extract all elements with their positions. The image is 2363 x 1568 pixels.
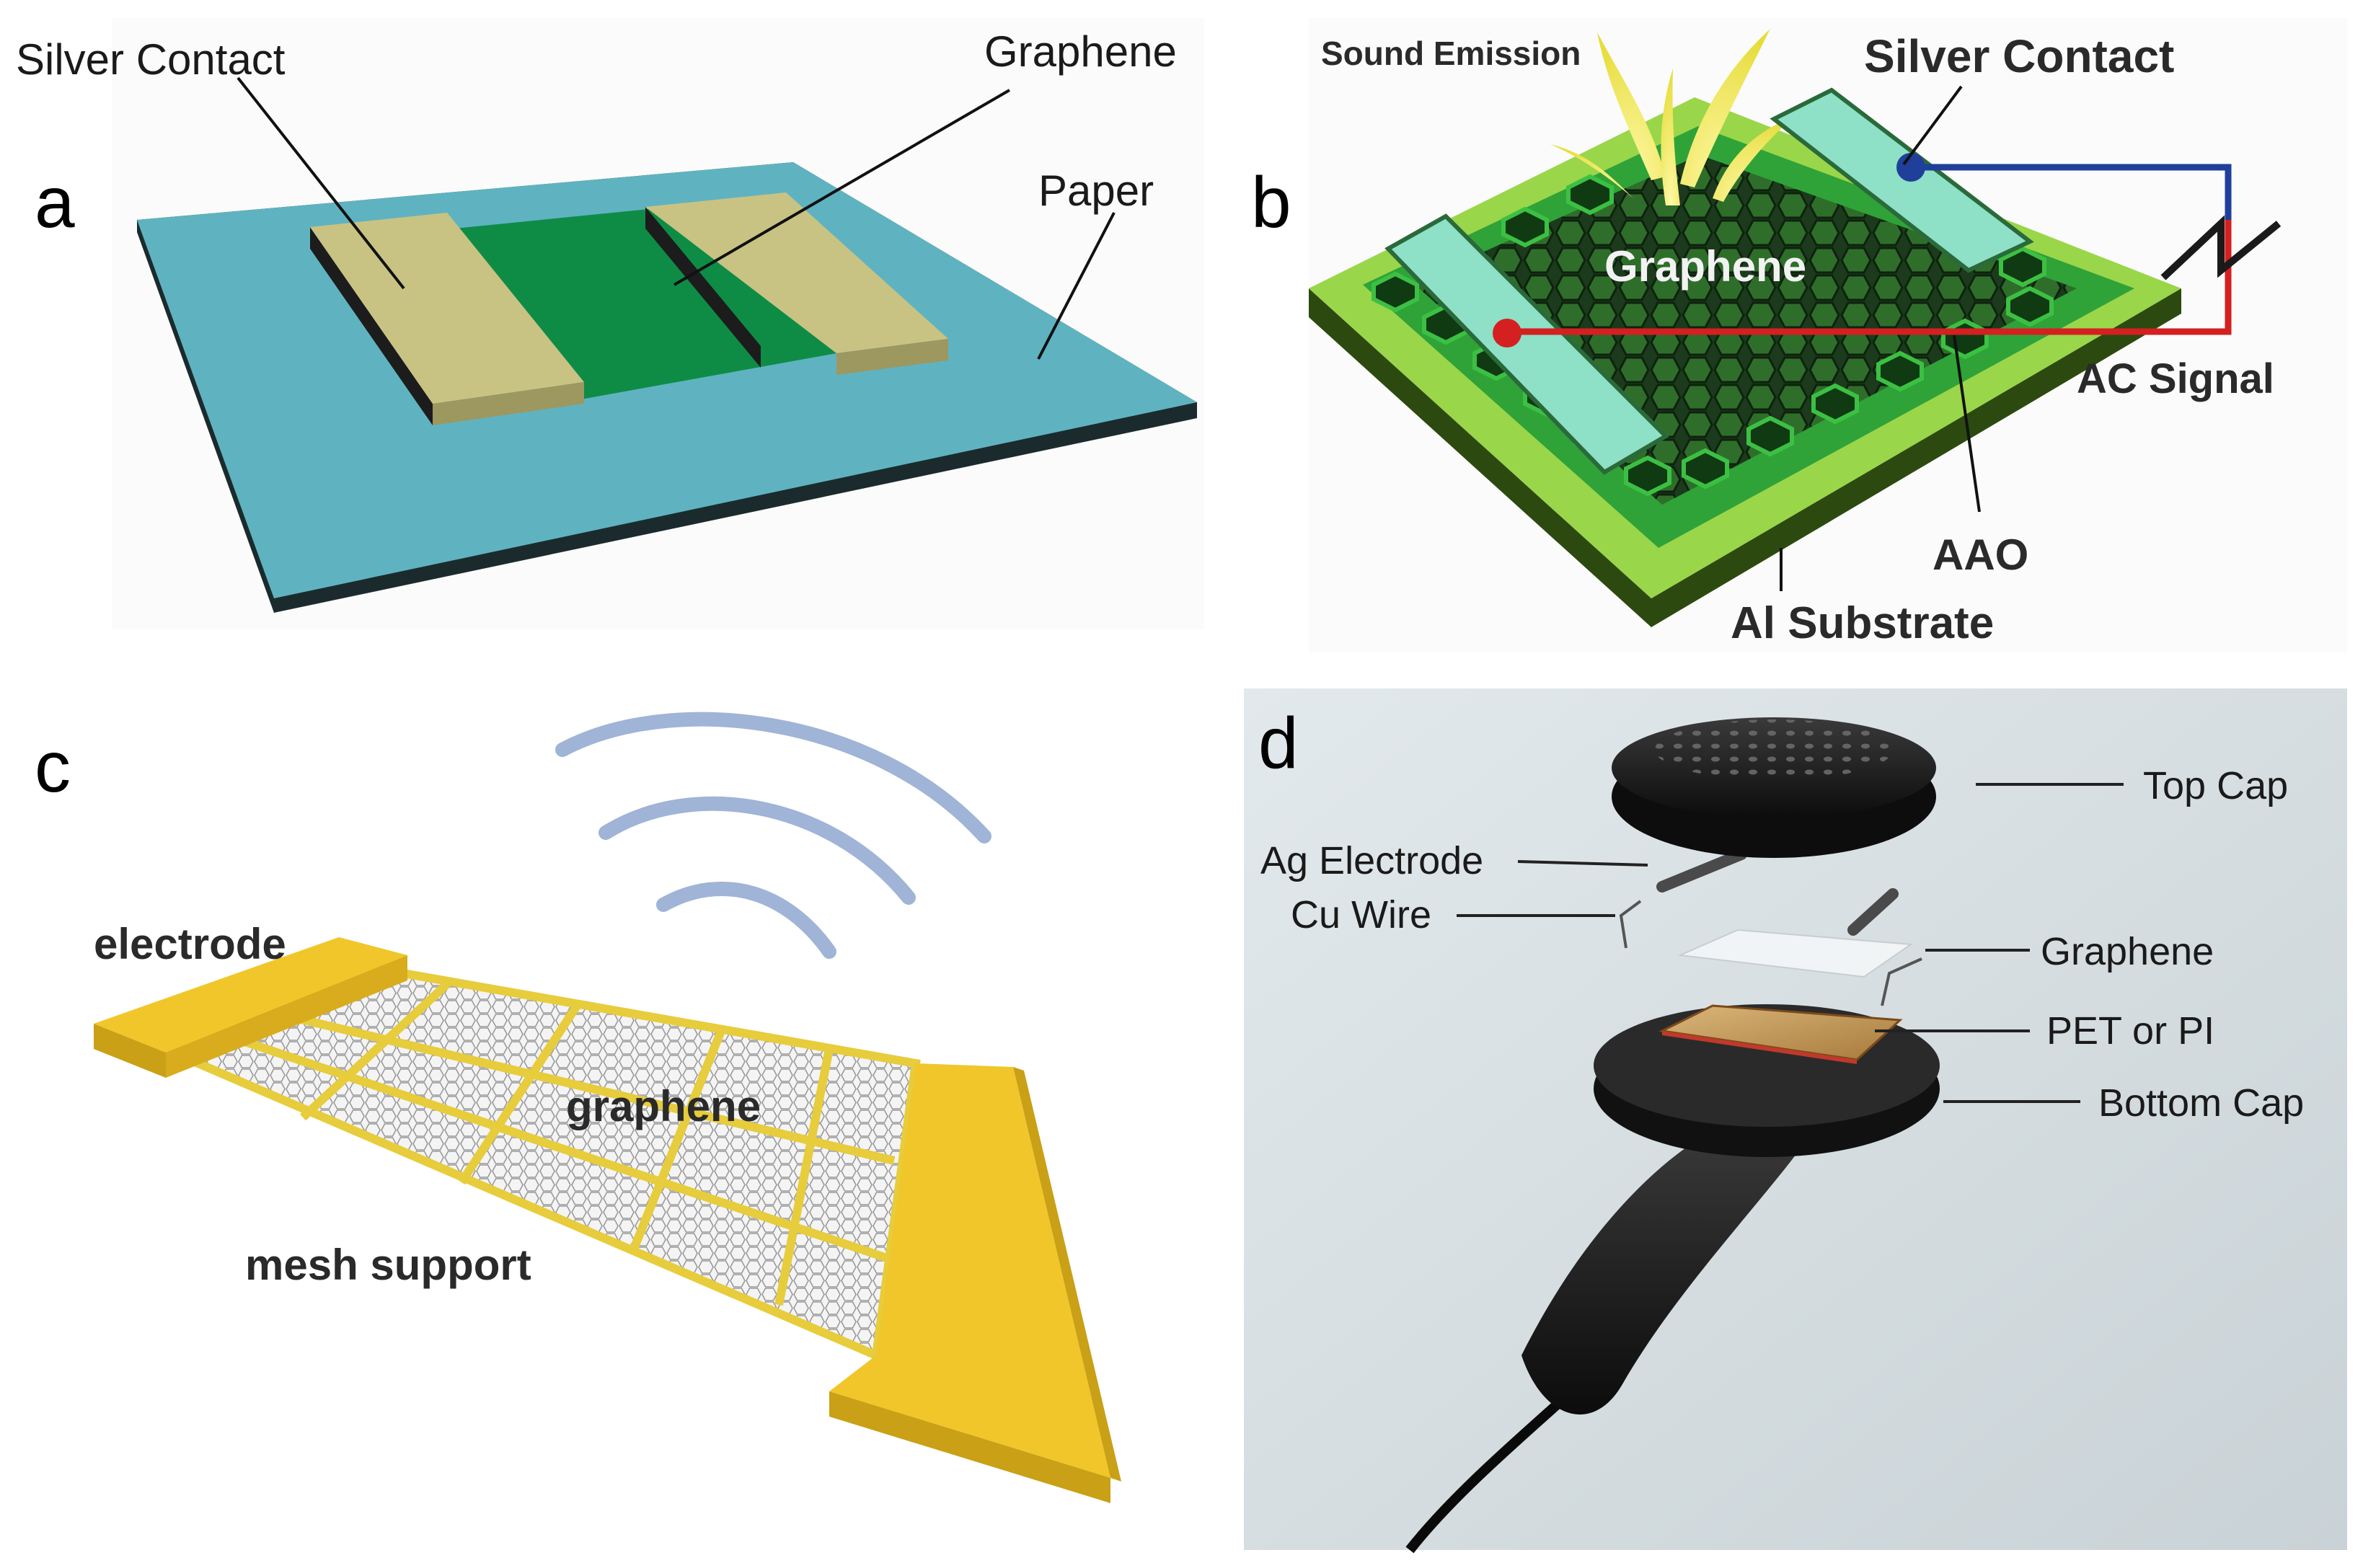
label-silver-contact-a: Silver Contact (16, 35, 286, 84)
leader-silver-contact-a (237, 76, 405, 290)
leader-graphene-a (673, 89, 1011, 286)
wire-red-dot (1493, 319, 1521, 347)
al-substrate-edge (1309, 288, 2181, 627)
silver-contact-left-side (310, 227, 433, 425)
label-electrode: electrode (94, 920, 286, 968)
leader-aao (1953, 335, 1981, 513)
label-ag-electrode: Ag Electrode (1260, 839, 1483, 882)
label-graphene-a: Graphene (984, 27, 1177, 76)
silver-contact-right-side (645, 207, 761, 368)
label-graphene-b: Graphene (1604, 242, 1806, 291)
mesh-support-grid (222, 980, 896, 1306)
cu-wire-right (1881, 957, 1922, 1006)
sound-waves (555, 712, 991, 959)
label-bottom-cap: Bottom Cap (2098, 1081, 2304, 1125)
label-top-cap: Top Cap (2143, 764, 2288, 807)
silver-contact-b-left (1384, 213, 1669, 475)
handle (1521, 1125, 1817, 1415)
panel-d-letter: d (1258, 703, 1299, 784)
silver-contact-right (645, 192, 948, 353)
panel-b-letter: b (1251, 162, 1291, 243)
label-mesh-support: mesh support (245, 1241, 531, 1289)
wire-red (1507, 220, 2232, 335)
panel-b: b Sound Emission Silver Contact Graphene… (1251, 18, 2347, 652)
graphene-sheet (1677, 929, 1913, 978)
panel-c-letter: c (35, 727, 71, 807)
cu-wire-left (1619, 900, 1642, 949)
pet-film (1658, 1004, 1903, 1061)
sound-emission-rays (1550, 29, 1796, 205)
panel-d: d Top Cap Ag Electrode Cu Wire Graphene … (1244, 688, 2347, 1554)
top-cap-holes (1655, 719, 1893, 780)
leader-ag-electrode (1517, 860, 1648, 867)
label-paper-a: Paper (1038, 167, 1154, 215)
label-silver-contact-b: Silver Contact (1864, 30, 2174, 82)
electrode-right (829, 1063, 1110, 1478)
cable (1405, 1387, 1576, 1554)
label-ac-signal: AC Signal (2077, 355, 2274, 402)
label-aao: AAO (1933, 531, 2028, 579)
panel-c: c electrode graphene mesh support (35, 678, 1197, 1503)
silver-contact-left (310, 213, 584, 404)
wire-blue-dot (1896, 153, 1925, 182)
ag-electrode-right (1847, 888, 1899, 936)
silver-contact-b-right (1770, 87, 2034, 273)
label-graphene-c: graphene (566, 1082, 761, 1130)
leader-paper-a (1037, 212, 1116, 360)
label-graphene-d: Graphene (2041, 930, 2214, 973)
label-al-substrate: Al Substrate (1731, 598, 1994, 648)
panel-a: a Silver Contact Graphene Paper (16, 18, 1204, 629)
leader-silver-contact-b (1902, 85, 1963, 166)
wire-blue (1911, 164, 2232, 220)
ag-electrode-left (1656, 849, 1747, 892)
label-sound-emission: Sound Emission (1321, 35, 1581, 72)
label-pet-or-pi: PET or PI (2046, 1009, 2214, 1053)
panel-a-letter: a (35, 162, 75, 243)
electrode-left (94, 937, 407, 1053)
label-cu-wire: Cu Wire (1291, 893, 1431, 936)
ac-source-symbol (2160, 215, 2282, 280)
